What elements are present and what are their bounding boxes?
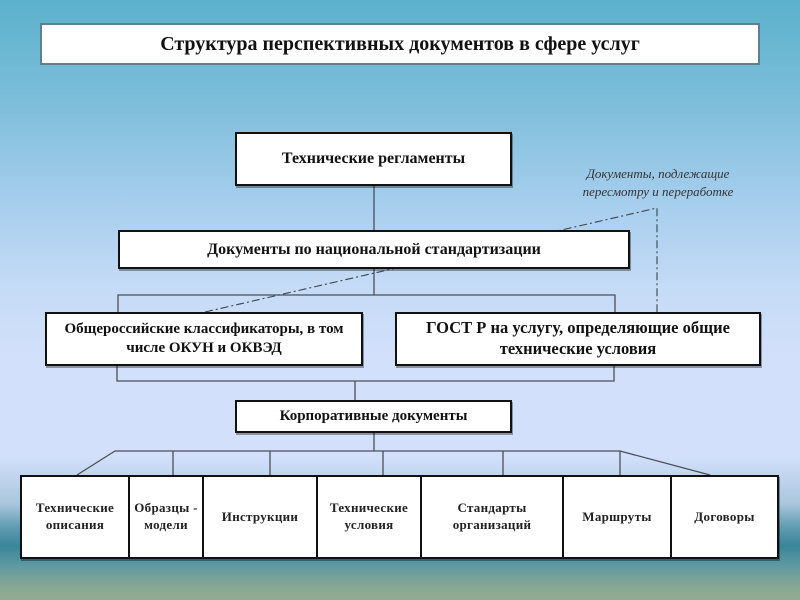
corporate-item-technical-conditions: Технические условия	[318, 477, 422, 557]
node-classifiers: Общероссийские классификаторы, в том чис…	[45, 312, 363, 366]
annotation-line-2: пересмотру и переработке	[582, 183, 734, 199]
corporate-item-organization-standards: Стандарты организаций	[422, 477, 564, 557]
corporate-item-samples-models: Образцы - модели	[130, 477, 204, 557]
node-corporate-documents: Корпоративные документы	[235, 400, 512, 433]
annotation-note: Документы, подлежащие пересмотру и перер…	[558, 165, 758, 200]
corporate-item-routes: Маршруты	[564, 477, 672, 557]
bracket-top	[117, 294, 616, 312]
corporate-item-technical-descriptions: Технические описания	[22, 477, 130, 557]
slide-title: Структура перспективных документов в сфе…	[40, 23, 760, 65]
annotation-dashed-line	[204, 207, 658, 313]
node-technical-regulations: Технические регламенты	[235, 132, 512, 186]
corporate-item-contracts: Договоры	[694, 508, 755, 524]
node-gost-r: ГОСТ Р на услугу, определяющие общие тех…	[395, 312, 761, 366]
corporate-items-row: Технические описания Образцы - модели Ин…	[20, 475, 779, 559]
fan-line	[76, 450, 711, 476]
bracket-bottom	[116, 366, 615, 382]
corporate-item-instructions: Инструкции	[204, 477, 318, 557]
annotation-line-1: Документы, подлежащие	[586, 166, 730, 181]
node-national-standardization: Документы по национальной стандартизации	[118, 230, 630, 269]
